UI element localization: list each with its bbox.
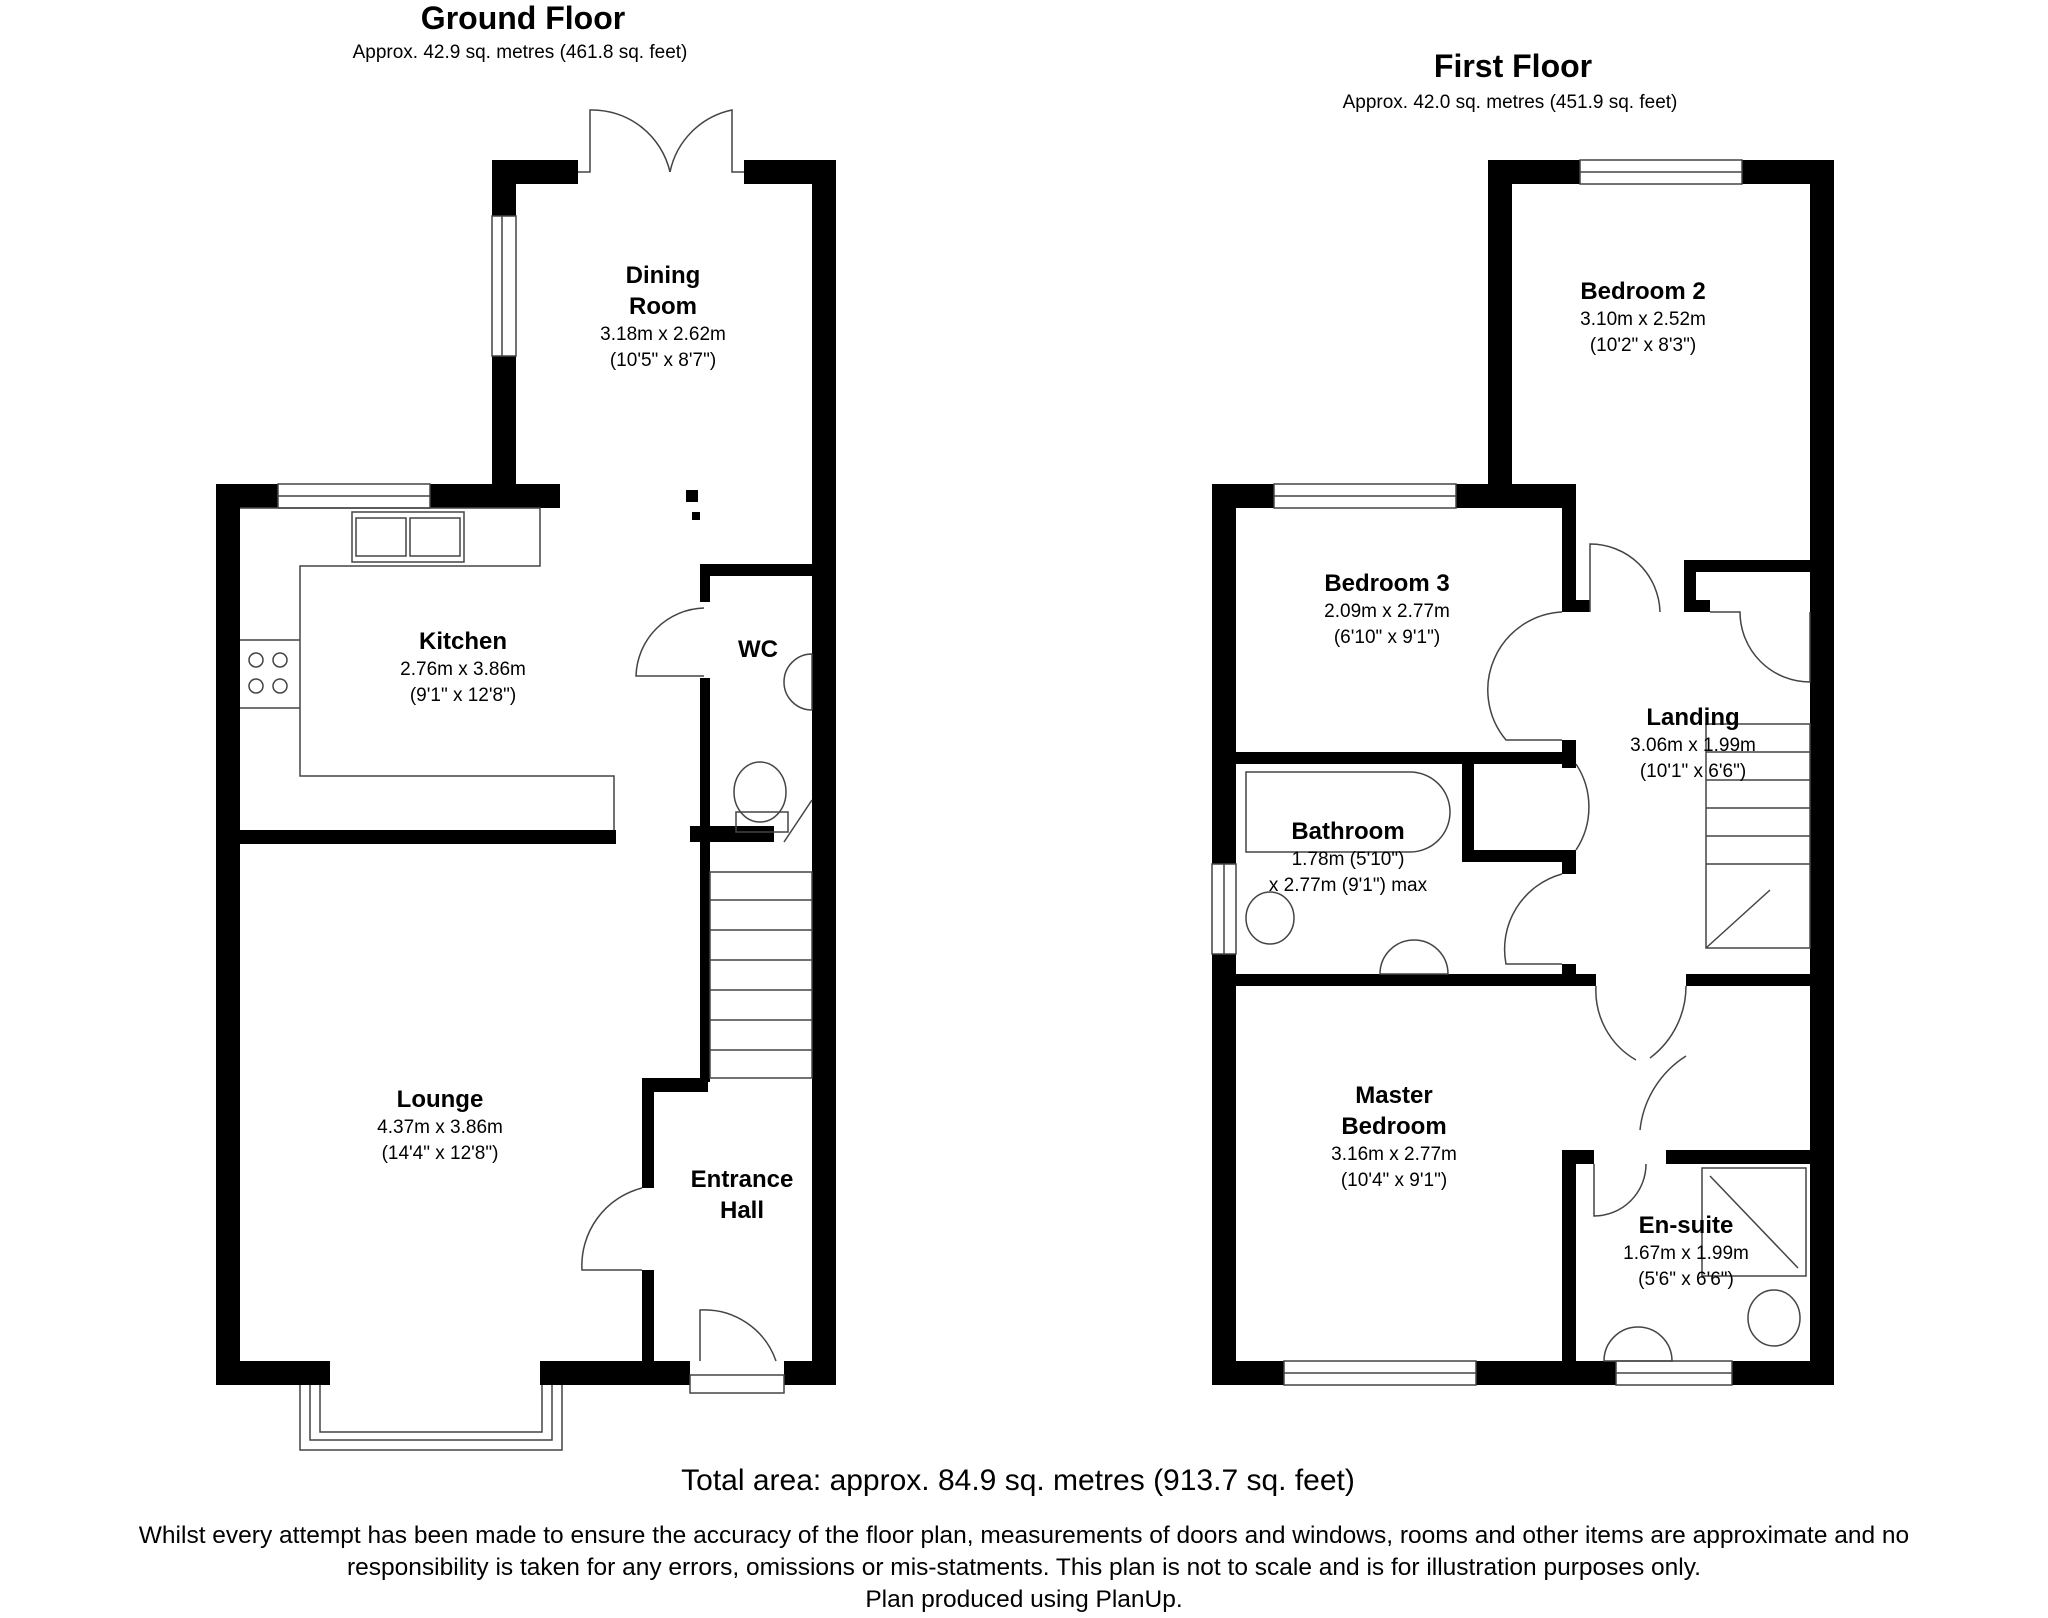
bedroom-2-metric: 3.10m x 2.52m: [1580, 309, 1706, 330]
plan-credit: Plan produced using PlanUp.: [865, 1586, 1183, 1613]
bedroom-3-name: Bedroom 3: [1324, 570, 1450, 597]
lounge-name: Lounge: [396, 1086, 484, 1113]
landing-imperial: (10'1" x 6'6"): [1639, 761, 1747, 782]
lounge-imperial: (14'4" x 12'8"): [381, 1143, 499, 1164]
lounge-label: Lounge 4.37m x 3.86m (14'4" x 12'8"): [377, 1084, 503, 1167]
first-floor-fixtures: [1211, 159, 1811, 1386]
ground-floor-title: Ground Floor: [420, 0, 626, 36]
master-bedroom-label: Master Bedroom 3.16m x 2.77m (10'4" x 9'…: [1331, 1080, 1457, 1194]
entrance-hall-label: Entrance Hall: [691, 1164, 794, 1226]
disclaimer-line-1: Whilst every attempt has been made to en…: [138, 1522, 1910, 1549]
disclaimer-line-2: responsibility is taken for any errors, …: [347, 1554, 1701, 1581]
landing-label: Landing 3.06m x 1.99m (10'1" x 6'6"): [1630, 702, 1756, 785]
bathroom-metric: 1.78m (5'10"): [1291, 849, 1405, 870]
master-bedroom-metric: 3.16m x 2.77m: [1331, 1144, 1457, 1165]
kitchen-imperial: (9'1" x 12'8"): [409, 685, 517, 706]
bathroom-name: Bathroom: [1291, 818, 1405, 845]
master-bedroom-imperial: (10'4" x 9'1"): [1340, 1170, 1448, 1191]
first-floor-title: First Floor: [1433, 48, 1593, 84]
ground-floor-walls: [216, 160, 836, 1385]
dining-room-name-2: Room: [628, 293, 697, 320]
landing-name: Landing: [1646, 704, 1740, 731]
lounge-metric: 4.37m x 3.86m: [377, 1117, 503, 1138]
entrance-hall-name-1: Entrance: [690, 1166, 794, 1193]
kitchen-metric: 2.76m x 3.86m: [400, 659, 526, 680]
bedroom-3-metric: 2.09m x 2.77m: [1324, 601, 1450, 622]
wc-label: WC: [738, 634, 778, 665]
bedroom-2-imperial: (10'2" x 8'3"): [1589, 335, 1697, 356]
dining-room-metric: 3.18m x 2.62m: [600, 324, 726, 345]
ensuite-name: En-suite: [1638, 1212, 1734, 1239]
entrance-hall-name-2: Hall: [719, 1197, 765, 1224]
ensuite-label: En-suite 1.67m x 1.99m (5'6" x 6'6"): [1623, 1210, 1749, 1293]
bedroom-2-name: Bedroom 2: [1580, 278, 1706, 305]
ground-floor-fixtures: [240, 109, 813, 1451]
dining-room-imperial: (10'5" x 8'7"): [609, 350, 717, 371]
kitchen-name: Kitchen: [418, 628, 508, 655]
total-area: Total area: approx. 84.9 sq. metres (913…: [681, 1464, 1355, 1497]
wc-name: WC: [738, 636, 778, 663]
dining-room-label: Dining Room 3.18m x 2.62m (10'5" x 8'7"): [600, 260, 726, 374]
master-bedroom-name-1: Master: [1355, 1082, 1433, 1109]
bathroom-label: Bathroom 1.78m (5'10") x 2.77m (9'1") ma…: [1269, 816, 1427, 899]
bathroom-imperial: x 2.77m (9'1") max: [1268, 875, 1428, 896]
ensuite-metric: 1.67m x 1.99m: [1623, 1243, 1749, 1264]
kitchen-label: Kitchen 2.76m x 3.86m (9'1" x 12'8"): [400, 626, 526, 709]
first-floor-area: Approx. 42.0 sq. metres (451.9 sq. feet): [1342, 92, 1678, 113]
ground-floor-area: Approx. 42.9 sq. metres (461.8 sq. feet): [352, 42, 688, 63]
bedroom-3-label: Bedroom 3 2.09m x 2.77m (6'10" x 9'1"): [1324, 568, 1450, 651]
dining-room-name-1: Dining: [625, 262, 701, 289]
master-bedroom-name-2: Bedroom: [1341, 1113, 1447, 1140]
first-floor-walls: [1212, 160, 1834, 1385]
ensuite-imperial: (5'6" x 6'6"): [1638, 1269, 1734, 1290]
bedroom-3-imperial: (6'10" x 9'1"): [1333, 627, 1441, 648]
landing-metric: 3.06m x 1.99m: [1630, 735, 1756, 756]
bedroom-2-label: Bedroom 2 3.10m x 2.52m (10'2" x 8'3"): [1580, 276, 1706, 359]
